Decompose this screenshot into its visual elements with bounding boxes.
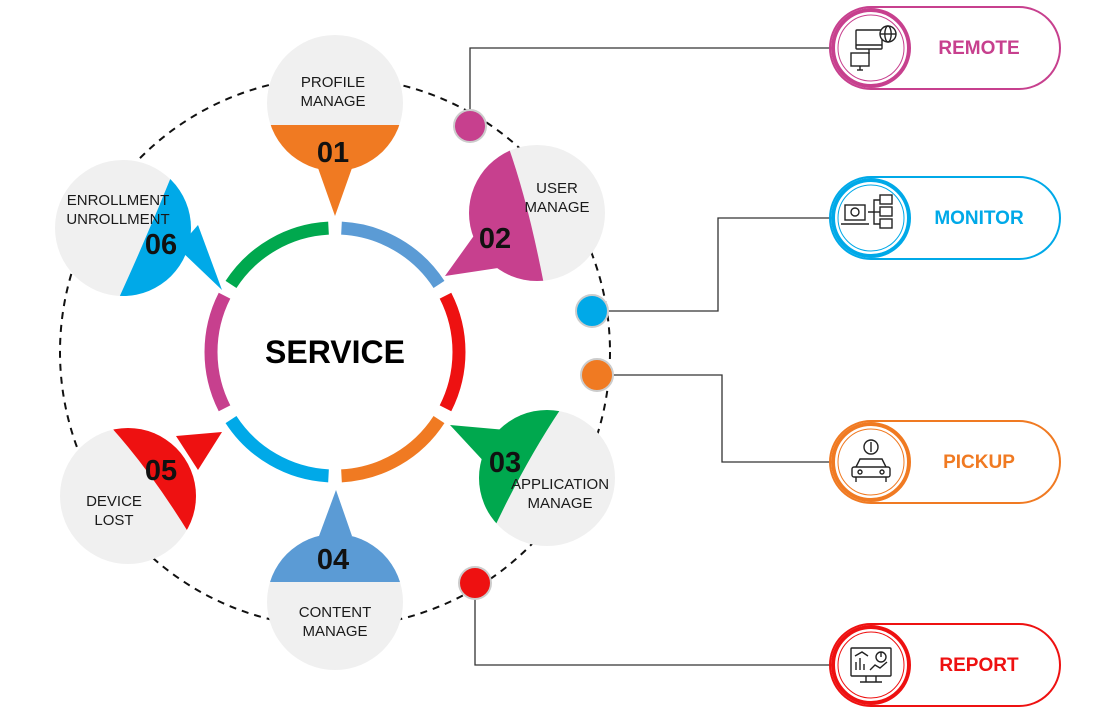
node-04-label-line1: CONTENT [299, 604, 372, 621]
node-01: PROFILE MANAGE 01 [267, 35, 403, 216]
feature-remote[interactable]: REMOTE [829, 6, 1061, 90]
node-05-label-line2: LOST [94, 512, 133, 529]
node-06-number: 06 [145, 229, 177, 261]
car-pickup-icon [851, 439, 891, 482]
node-04: 04 CONTENT MANAGE [267, 490, 403, 670]
report-dashboard-icon [850, 647, 892, 683]
node-01-label-line1: PROFILE [301, 74, 365, 91]
node-02-pointer [445, 230, 498, 276]
node-02-label-line1: USER [536, 180, 578, 197]
node-04-label-line2: MANAGE [302, 623, 367, 640]
node-02-label-line2: MANAGE [524, 199, 589, 216]
connector-dots [453, 109, 614, 600]
monitor-network-icon [841, 194, 893, 229]
node-06: ENROLLMENT UNROLLMENT 06 [55, 160, 222, 296]
node-04-pointer [319, 490, 352, 536]
node-02-number: 02 [479, 223, 511, 255]
feature-monitor-label: MONITOR [934, 208, 1024, 229]
feature-pickup[interactable]: PICKUP [829, 420, 1061, 504]
ring-arc-right [439, 292, 466, 412]
node-05: 05 DEVICE LOST [60, 428, 222, 564]
node-01-label-line2: MANAGE [300, 93, 365, 110]
service-ring [204, 221, 466, 483]
node-05-number: 05 [145, 455, 177, 487]
feature-report-label: REPORT [939, 655, 1019, 676]
ring-arc-left [204, 292, 231, 412]
node-02: USER MANAGE 02 [445, 145, 605, 281]
remote-desktop-icon [850, 25, 897, 71]
monitor-connector-dot [575, 294, 609, 328]
node-03-number: 03 [489, 447, 521, 479]
ring-arc-top-left [225, 221, 329, 289]
ring-arc-bottom-right [341, 415, 445, 483]
node-06-pointer [178, 225, 222, 290]
pickup-connector-dot [580, 358, 614, 392]
node-06-label-line1: ENROLLMENT [67, 192, 170, 209]
center-title: SERVICE [265, 334, 405, 370]
feature-pickup-label: PICKUP [943, 452, 1015, 473]
node-01-number: 01 [317, 137, 349, 169]
feature-remote-label: REMOTE [938, 38, 1019, 59]
feature-report[interactable]: REPORT [829, 623, 1061, 707]
report-connector-dot [458, 566, 492, 600]
node-03-label-line2: MANAGE [527, 495, 592, 512]
ring-arc-top-right [341, 221, 445, 289]
node-03: 03 APPLICATION MANAGE [450, 410, 615, 546]
node-05-pointer [176, 432, 222, 470]
ring-arc-bottom-left [225, 415, 329, 483]
node-05-label-line1: DEVICE [86, 493, 142, 510]
node-06-label-line2: UNROLLMENT [66, 211, 169, 228]
connector-lines [469, 47, 830, 666]
node-01-pointer [318, 168, 352, 216]
node-03-label-line1: APPLICATION [511, 476, 609, 493]
feature-monitor[interactable]: MONITOR [829, 176, 1061, 260]
node-03-pointer [450, 425, 506, 466]
node-04-number: 04 [317, 544, 349, 576]
remote-connector-dot [453, 109, 487, 143]
